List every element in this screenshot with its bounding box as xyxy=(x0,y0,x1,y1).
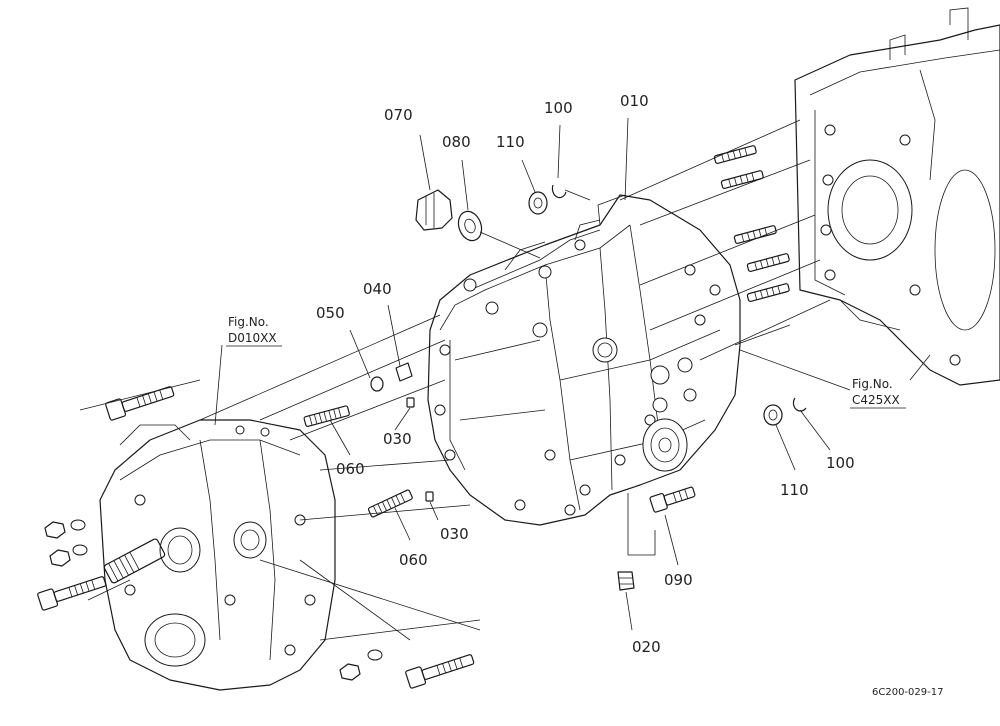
leader-010 xyxy=(624,117,629,201)
label-030: 030 xyxy=(383,430,412,448)
part-060-stud-lower xyxy=(367,489,413,541)
label-050: 050 xyxy=(316,304,345,322)
part-070-plug xyxy=(415,134,453,231)
label-010: 010 xyxy=(620,92,649,110)
label-030-lower: 030 xyxy=(440,525,469,543)
label-110: 110 xyxy=(496,133,525,151)
alignment-lines-rear xyxy=(619,119,851,391)
part-040-fitting xyxy=(387,304,413,382)
label-020: 020 xyxy=(632,638,661,656)
label-060-lower: 060 xyxy=(399,551,428,569)
part-labels: 070 080 110 100 010 050 040 030 060 030 … xyxy=(316,92,855,656)
part-060-stud-upper xyxy=(303,405,351,456)
part-030-pin-upper xyxy=(394,397,415,431)
part-110-right xyxy=(763,404,796,471)
label-110-right: 110 xyxy=(780,481,809,499)
label-060: 060 xyxy=(336,460,365,478)
ref-c425xx-title: Fig.No. xyxy=(852,377,893,391)
part-080-washer xyxy=(457,159,541,259)
part-100-upper xyxy=(551,124,591,201)
label-090: 090 xyxy=(664,571,693,589)
label-080: 080 xyxy=(442,133,471,151)
label-100: 100 xyxy=(544,99,573,117)
part-030-pin-lower xyxy=(425,491,439,521)
ref-c425xx-code: C425XX xyxy=(852,393,900,407)
ref-d010xx-code: D010XX xyxy=(228,331,277,345)
label-040: 040 xyxy=(363,280,392,298)
rear-housing xyxy=(794,7,1000,386)
drawing-code: 6C200-029-17 xyxy=(872,687,943,698)
front-housing xyxy=(99,419,336,691)
ref-d010xx-title: Fig.No. xyxy=(228,315,269,329)
part-090-bolt xyxy=(649,486,696,566)
label-100-right: 100 xyxy=(826,454,855,472)
label-070: 070 xyxy=(384,106,413,124)
part-020-plug xyxy=(617,493,656,631)
part-110-upper xyxy=(521,159,548,215)
transmission-housing xyxy=(427,194,741,526)
leader-ref-d010xx xyxy=(214,344,223,426)
alignment-lines-front xyxy=(199,314,481,641)
figure-references: Fig.No. D010XX Fig.No. C425XX xyxy=(226,315,906,409)
leader-ref-c425xx xyxy=(909,354,931,381)
part-100-right xyxy=(792,397,831,451)
studs-rear xyxy=(713,145,790,303)
front-fasteners xyxy=(37,379,475,689)
part-050-oring xyxy=(349,329,384,392)
